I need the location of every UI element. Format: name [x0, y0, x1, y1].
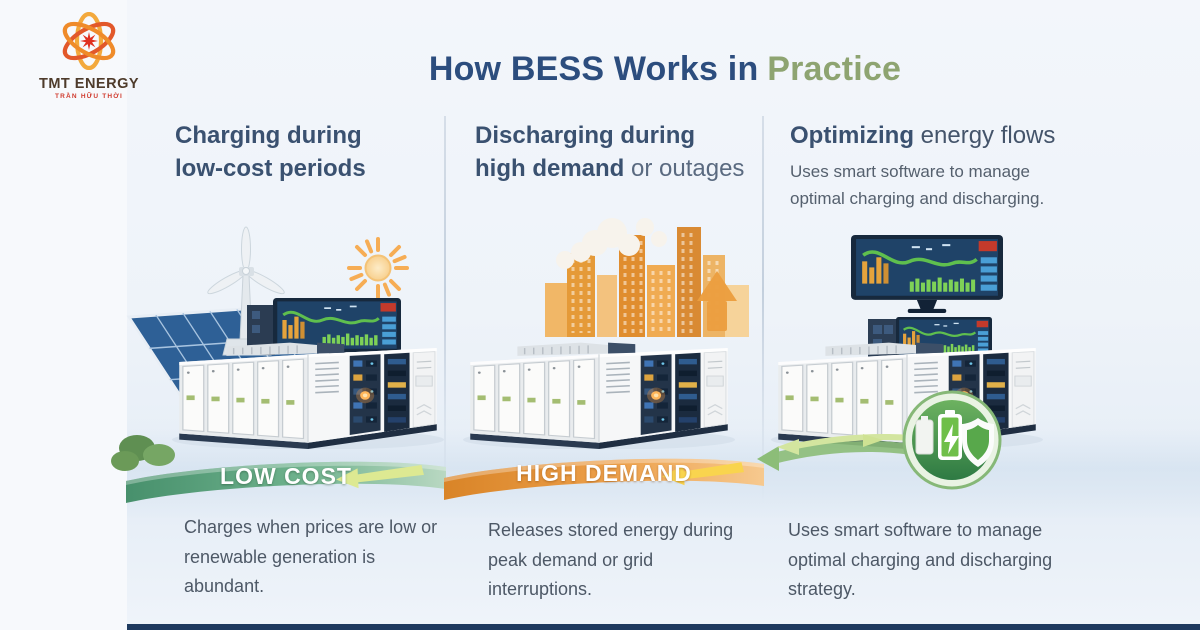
brand-tagline: TRẦN HỮU THỜI [54, 93, 124, 100]
charging-illustration [111, 226, 444, 471]
column-divider [444, 116, 446, 504]
heading-line: Charging during [175, 122, 362, 149]
column-heading: Discharging during high demand or outage… [445, 110, 762, 185]
column-optimizing: Optimizing energy flows Uses smart softw… [757, 110, 1083, 630]
column-description: Releases stored energy during peak deman… [488, 520, 734, 599]
low-cost-banner: LOW COST [124, 450, 448, 506]
brand-name: TMT ENERGY [38, 76, 140, 92]
brand-logo: TMT ENERGY TRẦN HỮU THỜI [34, 11, 144, 100]
page-title-accent: Practice [767, 50, 902, 88]
smoke-icon [556, 218, 667, 269]
heading-strong: Optimizing [790, 122, 914, 149]
column-heading: Optimizing energy flows [763, 110, 1083, 152]
demand-up-arrow-icon [697, 271, 737, 331]
sun-icon [347, 237, 409, 299]
column-divider [762, 116, 764, 504]
banner-left-arrow-icon [336, 464, 424, 489]
battery-shield-badge-icon [902, 390, 1002, 490]
discharging-illustration [463, 218, 749, 449]
heading-line: Discharging during [475, 122, 696, 149]
heading-strong: high demand [475, 155, 625, 182]
optimizing-illustration [757, 235, 1043, 490]
banner-left-arrow-icon [662, 462, 744, 486]
column-discharging: Discharging during high demand or outage… [444, 110, 764, 630]
atom-icon [62, 11, 116, 71]
column-charging: Charging during low-cost periods [111, 110, 446, 630]
bottom-bar [127, 624, 1200, 630]
column-heading: Charging during low-cost periods [127, 110, 444, 185]
banner-label: LOW COST [220, 463, 352, 489]
banner-label: HIGH DEMAND [516, 460, 692, 486]
heading-rest: energy flows [913, 122, 1056, 149]
high-demand-banner: HIGH DEMAND [442, 447, 766, 503]
monitoring-screen-icon [851, 235, 1003, 314]
column-description: Charges when prices are low or renewable… [184, 517, 438, 596]
greenery-icon [111, 435, 175, 471]
page-title-main: How BESS Works in [428, 50, 759, 88]
heading-rest: or outages [624, 155, 745, 182]
heading-line: low-cost periods [175, 155, 366, 182]
city-skyline-icon [545, 227, 749, 337]
column-subtitle: Uses smart software to manage optimal ch… [790, 162, 1045, 208]
battery-storage-icon [463, 341, 735, 449]
column-description: Uses smart software to manage optimal ch… [788, 520, 1053, 599]
